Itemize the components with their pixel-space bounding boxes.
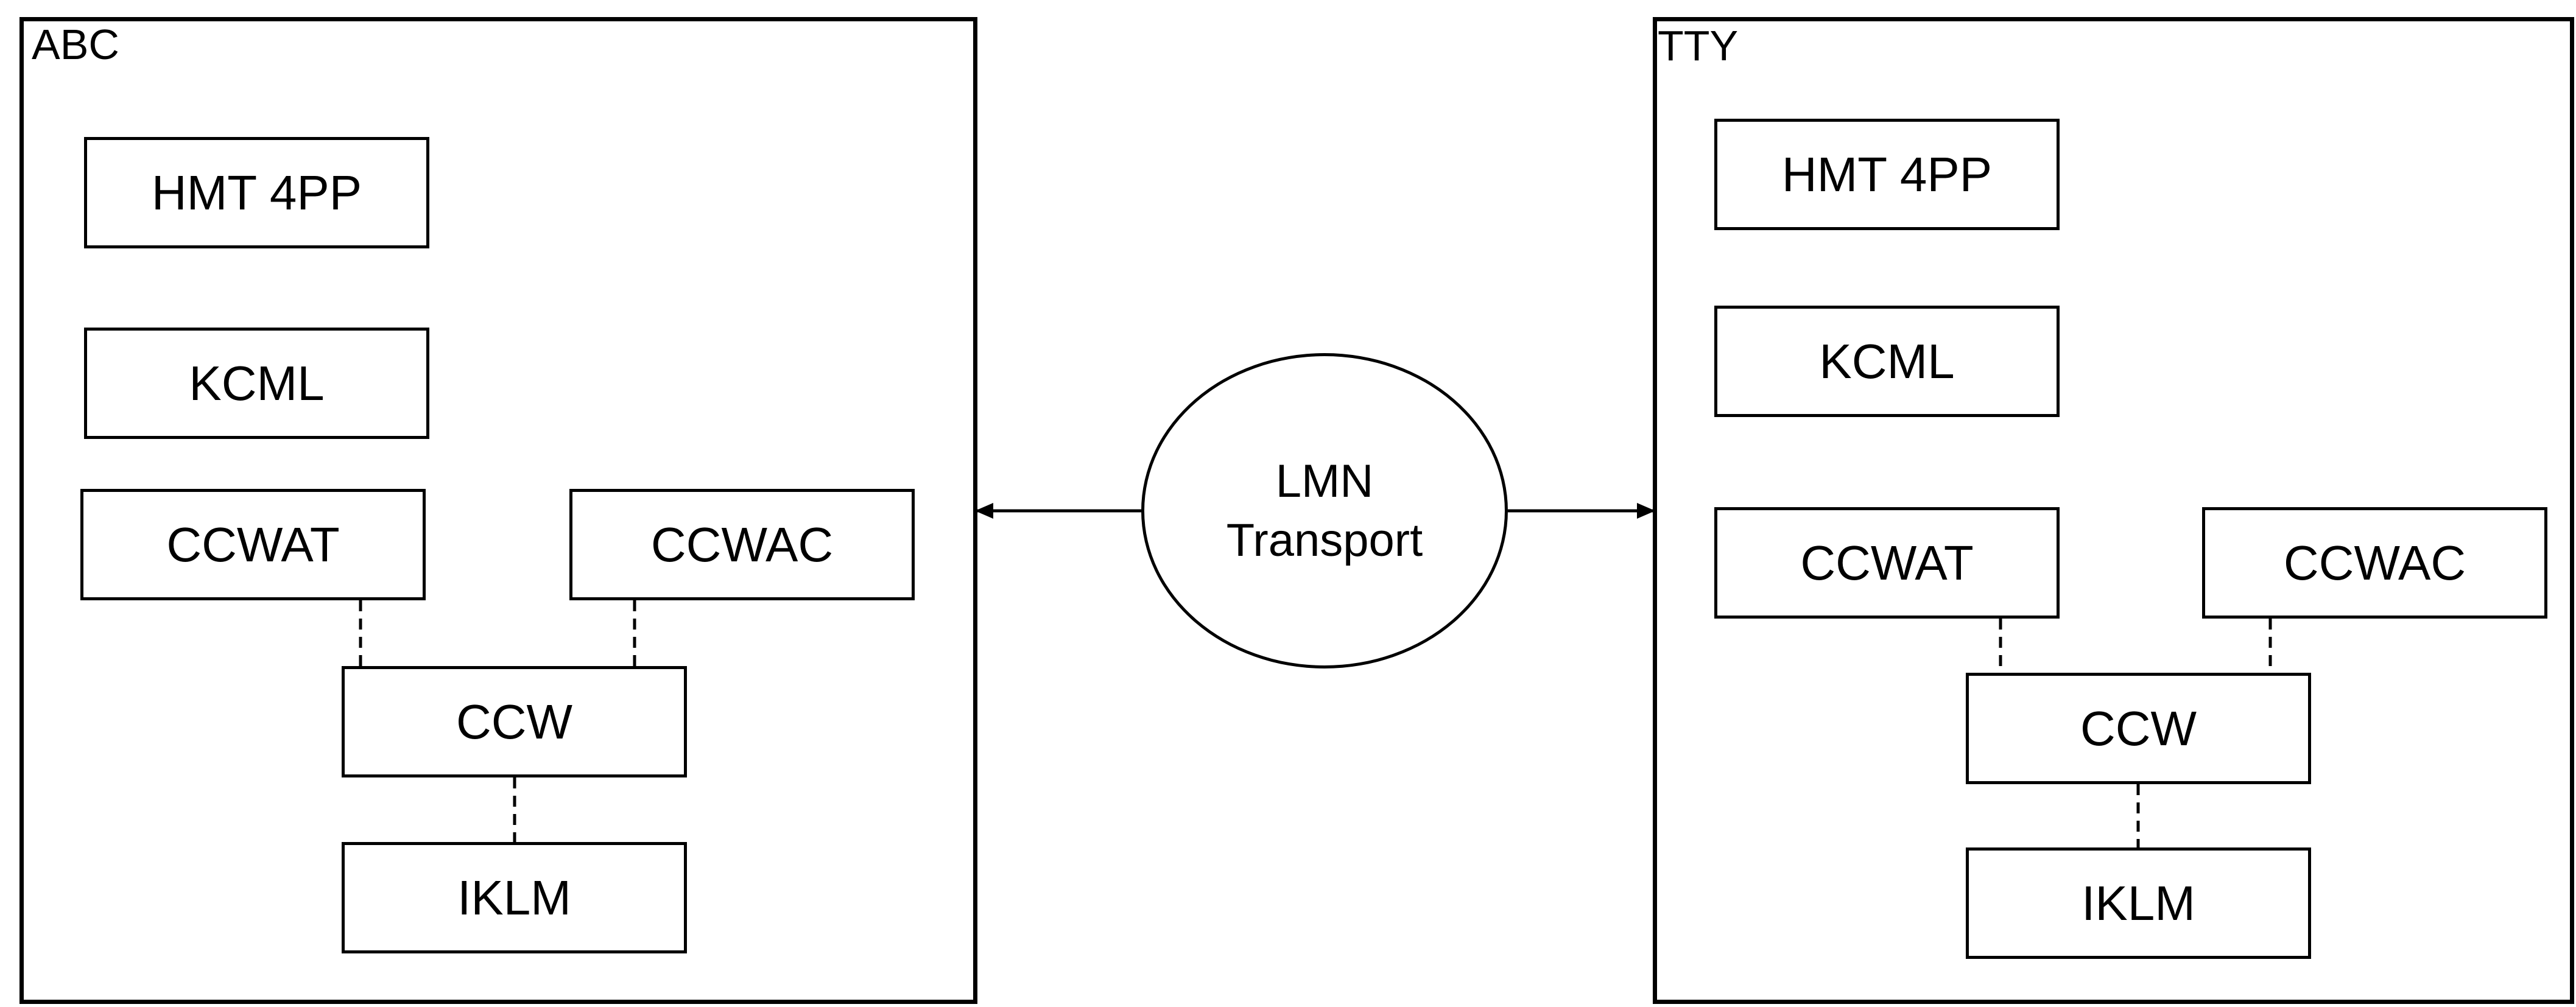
left-ccwac-box: CCWAC [569,489,915,600]
left-hmt-4pp-box: HMT 4PP [84,137,429,248]
hub-label-line1: LMN [1275,455,1374,507]
right-iklm-box: IKLM [1966,847,2311,959]
left-iklm-box: IKLM [342,842,687,953]
left-ccwat-box: CCWAT [80,489,426,600]
hub-label-line2: Transport [1226,514,1423,566]
right-hmt-4pp-box: HMT 4PP [1714,119,2060,230]
left-ccw-box: CCW [342,666,687,777]
group-tty-title: TTY [1658,22,1739,69]
left-kcml-box: KCML [84,328,429,439]
lmn-transport-hub: LMN Transport [1141,353,1508,668]
right-ccw-box: CCW [1966,673,2311,784]
right-ccwat-box: CCWAT [1714,507,2060,619]
group-abc-title: ABC [32,21,119,68]
right-ccwac-box: CCWAC [2202,507,2547,619]
right-kcml-box: KCML [1714,306,2060,417]
